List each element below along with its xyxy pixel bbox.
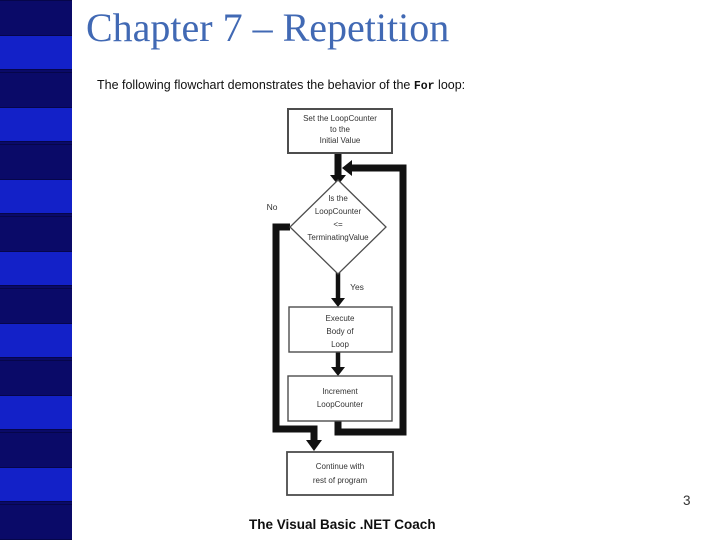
init-box-line2: to the <box>330 125 351 134</box>
body-text-after: loop: <box>434 78 466 92</box>
body-text: The following flowchart demonstrates the… <box>97 77 465 95</box>
decision-line2: LoopCounter <box>315 207 362 216</box>
continue-box <box>286 451 394 496</box>
execute-box <box>288 306 393 353</box>
sidebar-stripes <box>0 0 72 540</box>
increment-box-line2: LoopCounter <box>317 400 364 409</box>
yes-label: Yes <box>350 282 364 292</box>
decision-line1: Is the <box>328 194 348 203</box>
init-box <box>287 108 393 154</box>
footer-text: The Visual Basic .NET Coach <box>249 517 436 532</box>
increment-box <box>287 375 393 422</box>
no-branch-line <box>272 223 318 441</box>
init-box-line1: Set the LoopCounter <box>303 114 377 123</box>
yes-branch-arrowhead <box>331 298 345 307</box>
continue-box-line1: Continue with <box>316 462 364 471</box>
page-number: 3 <box>683 493 691 508</box>
body-text-before: The following flowchart demonstrates the… <box>97 78 414 92</box>
loopback-line <box>338 164 407 436</box>
decision-line3: <= <box>333 220 343 229</box>
no-label: No <box>267 202 278 212</box>
slide-title: Chapter 7 – Repetition <box>86 5 450 50</box>
increment-box-line1: Increment <box>322 387 358 396</box>
no-branch-arrowhead <box>306 440 322 451</box>
loopback-arrowhead <box>342 160 352 176</box>
continue-box-line2: rest of program <box>313 476 368 485</box>
for-loop-flowchart: Set the LoopCounter to the Initial Value… <box>240 100 440 510</box>
execute-box-line3: Loop <box>331 340 349 349</box>
decision-diamond <box>289 179 387 275</box>
execute-box-line2: Body of <box>326 327 354 336</box>
execute-box-line1: Execute <box>326 314 355 323</box>
execute-to-increment-arrowhead <box>331 367 345 376</box>
decision-line4: TerminatingValue <box>307 233 369 242</box>
flowchart-canvas: Set the LoopCounter to the Initial Value… <box>267 108 407 496</box>
init-box-line3: Initial Value <box>320 136 361 145</box>
body-code-keyword: For <box>413 80 435 93</box>
